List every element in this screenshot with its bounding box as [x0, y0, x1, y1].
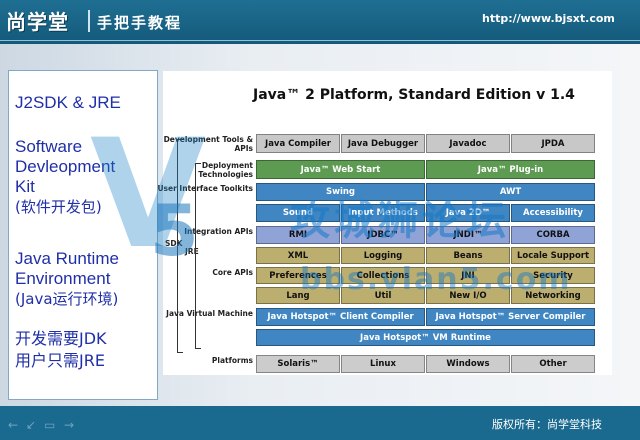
- layer-cell-8-0: Java Hotspot™ Client Compiler: [256, 308, 425, 326]
- layer-cell-7-0: Lang: [256, 287, 340, 304]
- row-label-6: Core APIs: [212, 268, 253, 277]
- layer-cell-3-2: Java 2D™: [426, 204, 510, 222]
- layer-cell-5-3: Locale Support: [511, 247, 595, 264]
- sdk-line-4: (软件开发包): [15, 198, 102, 216]
- layer-cell-0-1: Java Debugger: [341, 134, 425, 153]
- jre-label: JRE: [185, 247, 199, 256]
- layer-cell-5-1: Logging: [341, 247, 425, 264]
- row-label-10: Platforms: [211, 356, 253, 365]
- jre-line-2: Environment: [15, 269, 111, 288]
- row-label-8: Java Virtual Machine: [166, 309, 253, 318]
- layer-cell-2-0: Swing: [256, 183, 425, 201]
- watermark-v: V: [90, 108, 207, 282]
- diagram-title: Java™ 2 Platform, Standard Edition v 1.4: [253, 87, 575, 103]
- sdk-bracket: [177, 139, 183, 353]
- layer-cell-6-3: Security: [511, 267, 595, 284]
- tagline: 手把手教程: [97, 14, 183, 32]
- site-url: http://www.bjsxt.com: [482, 12, 615, 25]
- heading-j2sdk-jre: J2SDK & JRE: [15, 93, 121, 112]
- layer-cell-10-2: Windows: [426, 355, 510, 373]
- layer-cell-4-3: CORBA: [511, 226, 595, 244]
- sdk-label: SDK: [165, 239, 183, 248]
- header-divider: [88, 10, 90, 32]
- java-platform-diagram: Java™ 2 Platform, Standard Edition v 1.4…: [157, 71, 612, 375]
- pen-icon[interactable]: ↙: [26, 418, 37, 432]
- left-text-panel: J2SDK & JRE Software Devleopment Kit (软件…: [8, 70, 158, 400]
- layer-cell-5-0: XML: [256, 247, 340, 264]
- layer-cell-1-1: Java™ Plug-in: [426, 160, 595, 179]
- layer-cell-9-0: Java Hotspot™ VM Runtime: [256, 329, 595, 346]
- layer-cell-2-1: AWT: [426, 183, 595, 201]
- prev-slide-icon[interactable]: ←: [8, 418, 19, 432]
- layer-cell-3-1: Input Methods: [341, 204, 425, 222]
- row-label-1: Deployment Technologies: [198, 161, 253, 179]
- watermark-5: 5: [150, 190, 199, 272]
- watermark-url: bbs.vlan5.com: [300, 262, 572, 297]
- layer-cell-10-0: Solaris™: [256, 355, 340, 373]
- layer-cell-0-3: JPDA: [511, 134, 595, 153]
- jre-bracket: [195, 163, 201, 349]
- row-label-2: User Interface Toolkits: [157, 184, 253, 193]
- sdk-line-1: Software: [15, 137, 83, 156]
- next-slide-icon[interactable]: →: [64, 418, 75, 432]
- layer-cell-3-3: Accessibility: [511, 204, 595, 222]
- layer-cell-4-1: JDBC™: [341, 226, 425, 244]
- layer-cell-0-0: Java Compiler: [256, 134, 340, 153]
- header-bar: 尚学堂 手把手教程 http://www.bjsxt.com: [0, 0, 640, 44]
- menu-icon[interactable]: ▭: [44, 418, 56, 432]
- layer-cell-1-0: Java™ Web Start: [256, 160, 425, 179]
- header-underline: [0, 40, 640, 41]
- layer-cell-7-1: Util: [341, 287, 425, 304]
- watermark-text: 攻城狮论坛: [290, 198, 510, 244]
- note-line-2: 用户只需JRE: [15, 351, 105, 370]
- layer-cell-6-1: Collections: [341, 267, 425, 284]
- logo: 尚学堂: [6, 10, 69, 34]
- layer-cell-7-3: Networking: [511, 287, 595, 304]
- layer-cell-5-2: Beans: [426, 247, 510, 264]
- row-label-4: Integration APIs: [184, 227, 253, 236]
- layer-cell-3-0: Sound: [256, 204, 340, 222]
- copyright: 版权所有：尚学堂科技: [492, 418, 602, 431]
- note-line-1: 开发需要JDK: [15, 329, 107, 348]
- layer-cell-6-0: Preferences: [256, 267, 340, 284]
- sdk-line-3: Kit: [15, 177, 35, 196]
- layer-cell-7-2: New I/O: [426, 287, 510, 304]
- layer-cell-0-2: Javadoc: [426, 134, 510, 153]
- jre-line-3: (Java运行环境): [15, 290, 119, 308]
- layer-cell-8-1: Java Hotspot™ Server Compiler: [426, 308, 595, 326]
- jre-line-1: Java Runtime: [15, 249, 119, 268]
- footer-bar: ← ↙ ▭ → 版权所有：尚学堂科技: [0, 406, 640, 440]
- row-label-0: Development Tools & APIs: [163, 135, 253, 153]
- layer-cell-10-1: Linux: [341, 355, 425, 373]
- layer-cell-6-2: JNI: [426, 267, 510, 284]
- layer-cell-4-2: JNDI™: [426, 226, 510, 244]
- layer-cell-10-3: Other: [511, 355, 595, 373]
- layer-cell-4-0: RMI: [256, 226, 340, 244]
- sdk-line-2: Devleopment: [15, 157, 116, 176]
